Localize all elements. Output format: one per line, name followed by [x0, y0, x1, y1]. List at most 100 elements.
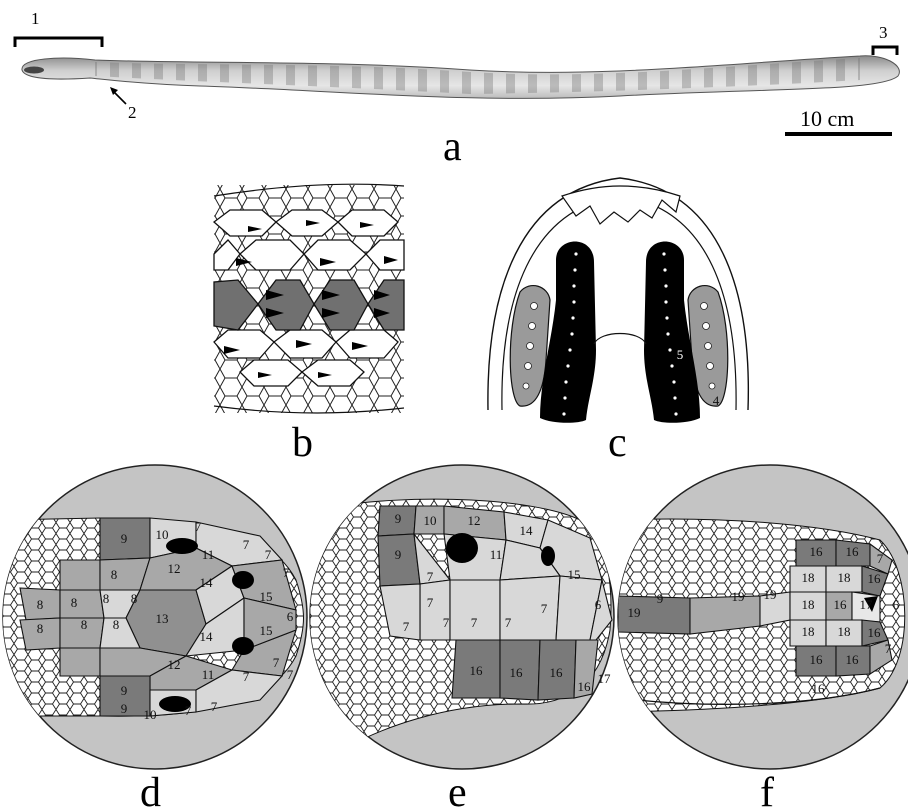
scale-num: 10 — [424, 513, 437, 528]
scale-num: 19 — [764, 587, 777, 602]
panel-letter-f: f — [760, 770, 774, 808]
scale-num: 11 — [202, 547, 215, 562]
scale-num: 17 — [598, 671, 612, 686]
scale-num: 11 — [202, 667, 215, 682]
scale-num: 14 — [520, 523, 534, 538]
scale-num: 16 — [810, 652, 824, 667]
scale-num: 7 — [287, 667, 294, 682]
scale-num: 18 — [838, 570, 851, 585]
scale-num: 7 — [443, 615, 450, 630]
scale-num: 8 — [113, 617, 120, 632]
scale-num: 16 — [470, 663, 484, 678]
scale-num: 6 — [893, 597, 900, 612]
scale-num: 9 — [121, 701, 128, 716]
scale-num: 7 — [885, 641, 892, 656]
scale-num: 12 — [168, 561, 181, 576]
scale-num: 7 — [195, 519, 202, 534]
scale-num: 15 — [568, 567, 581, 582]
scale-num: 19 — [628, 605, 641, 620]
scale-num: 8 — [37, 597, 44, 612]
scale-num: 7 — [471, 615, 478, 630]
scale-num: 7 — [403, 619, 410, 634]
scale-num: 19 — [732, 589, 745, 604]
eye — [446, 533, 478, 563]
scale-num: 16 — [868, 571, 882, 586]
scale-num: 10 — [144, 707, 157, 722]
panel-d: 9 10 7 7 11 7 7 12 8 8 8 8 8 8 8 13 14 1… — [0, 465, 307, 808]
snake-body — [22, 56, 899, 99]
scale-num: 18 — [838, 624, 851, 639]
scale-num: 18 — [802, 624, 815, 639]
scale-num: 7 — [283, 565, 290, 580]
scale-num: 8 — [37, 621, 44, 636]
panel-letter-d: d — [140, 770, 161, 808]
scale-num: 14 — [200, 629, 214, 644]
scale-num: 6 — [287, 609, 294, 624]
scale-num: 16 — [810, 544, 824, 559]
scale-num: 8 — [71, 595, 78, 610]
maxilla-label-4: 4 — [713, 393, 720, 408]
eye-top — [166, 538, 198, 554]
scale-num: 16 — [578, 679, 592, 694]
panel-c: 5 4 c — [488, 178, 748, 466]
scale-num: 9 — [395, 547, 402, 562]
panel-b: b — [214, 184, 404, 466]
panel-letter-a: a — [443, 124, 462, 170]
scale-num: 11 — [490, 547, 503, 562]
scale-num: 18 — [802, 570, 815, 585]
panel-letter-e: e — [448, 770, 467, 808]
callout-1-label: 1 — [31, 9, 40, 28]
snake-head-marking — [24, 67, 44, 74]
scale-num: 12 — [468, 513, 481, 528]
scale-num: 7 — [427, 595, 434, 610]
scale-num: 15 — [260, 623, 273, 638]
scale-num: 7 — [877, 551, 884, 566]
scale-num: 15 — [260, 589, 273, 604]
scale-num: 7 — [185, 703, 192, 718]
scale-num: 8 — [131, 591, 138, 606]
scale-num: 8 — [103, 591, 110, 606]
callout-3-label: 3 — [879, 23, 888, 42]
scale-num: 16 — [846, 652, 860, 667]
scale-num: 7 — [265, 547, 272, 562]
callout-2-label: 2 — [128, 103, 137, 122]
scale-num: 18 — [802, 597, 815, 612]
scale-num: 16 — [846, 544, 860, 559]
scale-num: 16 — [510, 665, 524, 680]
panel-letter-b: b — [292, 420, 313, 466]
scale-num: 16 — [834, 597, 848, 612]
scale-num: 9 — [657, 591, 664, 606]
scale-num: 7 — [211, 699, 218, 714]
scale-num: 16 — [812, 681, 826, 696]
scale-num: 7 — [505, 615, 512, 630]
scale-num: 9 — [395, 511, 402, 526]
scale-num: 10 — [156, 527, 169, 542]
palatine-label-5: 5 — [677, 347, 684, 362]
scale-num: 16 — [550, 665, 564, 680]
panel-e: 9 10 12 14 9 11 15 7 7 7 7 7 7 7 6 16 16… — [310, 465, 614, 808]
scale-num: 9 — [121, 683, 128, 698]
scale-num: 13 — [156, 611, 169, 626]
scale-num: 7 — [243, 669, 250, 684]
scale-num: 17 — [860, 597, 874, 612]
panel-f: 16 16 7 18 18 16 6 19 9 19 19 18 16 17 1… — [618, 465, 908, 808]
scale-num: 8 — [111, 567, 118, 582]
panel-a: 1 2 3 10 cm a — [15, 9, 899, 170]
scale-num: 7 — [541, 601, 548, 616]
scale-bar-label: 10 cm — [800, 106, 854, 131]
panel-letter-c: c — [608, 420, 627, 466]
scale-num: 7 — [273, 655, 280, 670]
scale-num: 7 — [243, 537, 250, 552]
scale-num: 6 — [595, 597, 602, 612]
scale-num: 16 — [868, 625, 882, 640]
scale-num: 9 — [121, 531, 128, 546]
callout-3-bracket: 3 — [873, 23, 897, 55]
scale-num: 12 — [168, 657, 181, 672]
callout-1-bracket: 1 — [15, 9, 102, 47]
scale-num: 8 — [81, 617, 88, 632]
nostril-bottom — [232, 637, 254, 655]
scale-num: 14 — [200, 575, 214, 590]
nostril-top — [232, 571, 254, 589]
scale-num: 7 — [427, 569, 434, 584]
